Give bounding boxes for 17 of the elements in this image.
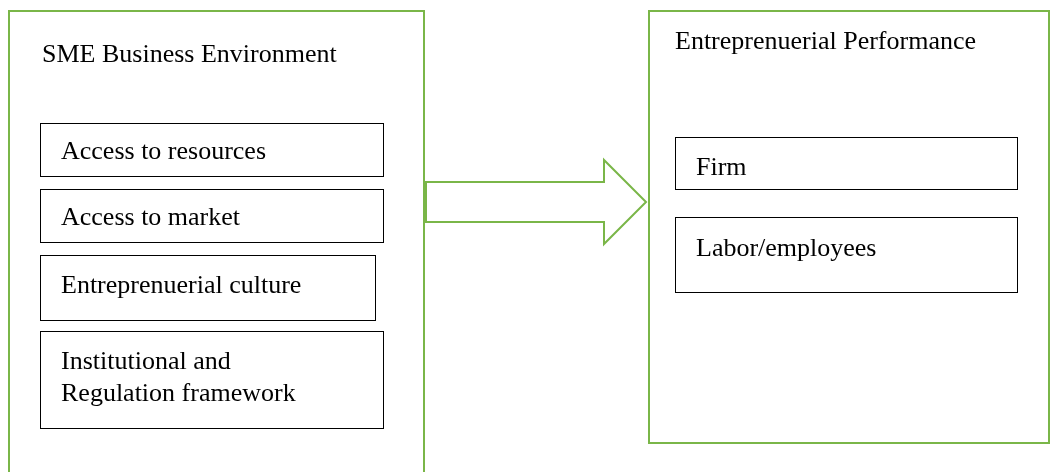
item-box <box>40 255 376 321</box>
item-label: Institutional and Regulation framework <box>61 345 297 409</box>
item-box <box>675 217 1018 293</box>
block-arrow <box>425 157 648 247</box>
group-title: Entreprenuerial Performance <box>675 25 977 57</box>
item-label: Access to market <box>61 201 242 233</box>
item-label: Entreprenuerial culture <box>61 269 303 301</box>
group-box <box>8 10 425 472</box>
item-box <box>40 189 384 243</box>
item-label: Access to resources <box>61 135 268 167</box>
group-box <box>648 10 1050 444</box>
group-title: SME Business Environment <box>42 38 338 70</box>
item-box <box>40 331 384 429</box>
item-box <box>675 137 1018 190</box>
item-box <box>40 123 384 177</box>
item-label: Firm <box>696 151 748 183</box>
item-label: Labor/employees <box>696 232 878 264</box>
